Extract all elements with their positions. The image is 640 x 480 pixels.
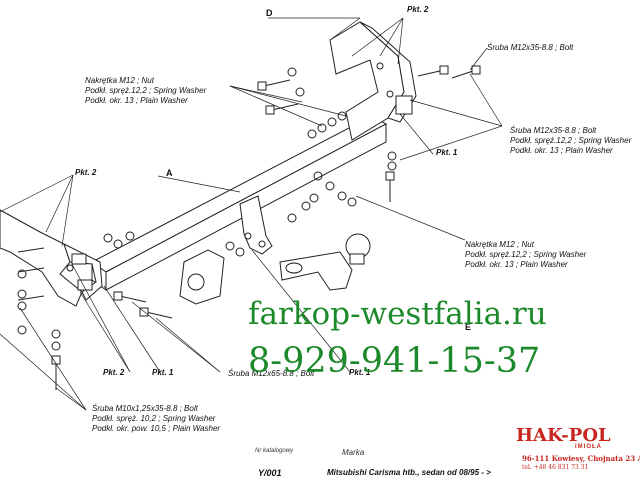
- company-phone: tel. +48 46 831 73 31: [522, 464, 589, 471]
- socket-plate: [179, 249, 225, 305]
- catalog-label: Nr katalogowy: [255, 448, 294, 454]
- bolt-center-callout: Śruba M12x65-8.8 ; Bolt: [228, 369, 315, 378]
- washers: [17, 67, 397, 351]
- part-label-a: A: [166, 168, 173, 178]
- bolts: [17, 65, 481, 390]
- bolt-top-right-callout: Śruba M12x35-8.8 ; Bolt: [487, 43, 574, 52]
- watermark-phone: 8-929-941-15-37: [248, 341, 541, 381]
- right-bracket: [329, 21, 417, 141]
- pkt2-bottom-tag: Pkt. 2: [103, 368, 125, 377]
- part-label-e: E: [465, 322, 472, 332]
- pkt1-center-tag: Pkt. 1: [349, 368, 371, 377]
- pkt2-left-tag: Pkt. 2: [75, 168, 97, 177]
- ball-mount-plate: [239, 195, 273, 255]
- pkt1-bottom-tag: Pkt. 1: [152, 368, 174, 377]
- vehicle-model: Mitsubishi Carisma htb., sedan od 08/95 …: [327, 468, 491, 477]
- watermark-site: farkop-westfalia.ru: [248, 296, 547, 332]
- pkt1-right-tag: Pkt. 1: [436, 148, 458, 157]
- company-address: 96-111 Kowiesy, Chojnata 23 A: [522, 454, 640, 463]
- catalog-number: Y/001: [258, 468, 282, 478]
- hakpol-logo: HAK-POL: [516, 425, 611, 446]
- brand-label: Marka: [342, 448, 365, 457]
- tow-ball: [279, 233, 371, 291]
- leader-lines: [0, 17, 503, 411]
- hakpol-logo-subtitle: IMIOŁA: [575, 444, 602, 450]
- part-label-d: D: [266, 8, 273, 18]
- left-bracket: [0, 209, 103, 307]
- pkt2-top-tag: Pkt. 2: [407, 5, 429, 14]
